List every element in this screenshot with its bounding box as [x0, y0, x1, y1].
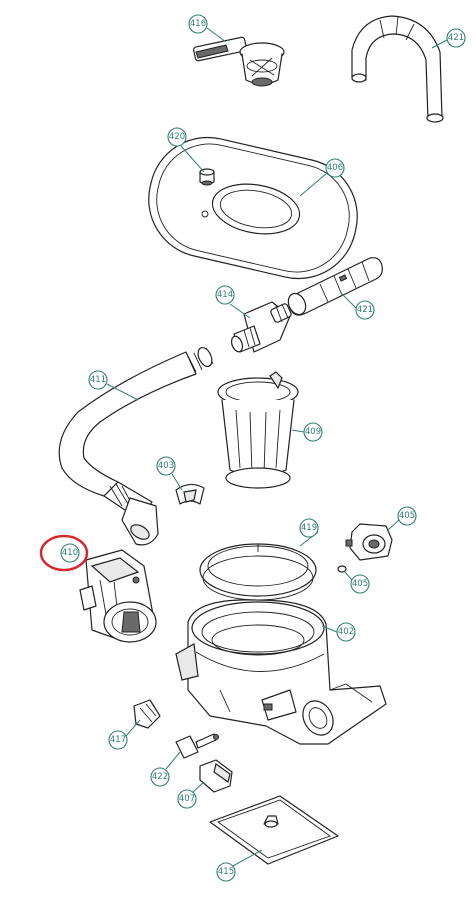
callout-407: 407	[177, 789, 197, 809]
leader-line	[192, 781, 205, 793]
leader-line	[321, 625, 338, 633]
part-402-sump	[175, 599, 387, 745]
svg-text:410: 410	[62, 548, 78, 558]
callout-414: 414	[215, 285, 235, 305]
callout-411: 411	[88, 370, 108, 390]
part-410-drain-pump	[79, 549, 157, 643]
svg-text:409: 409	[305, 427, 321, 437]
leader-line	[339, 291, 357, 309]
callout-417: 417	[108, 730, 128, 750]
callout-420: 420	[167, 127, 187, 147]
leader-line	[431, 39, 448, 49]
part-414-connector	[230, 301, 292, 353]
svg-text:422: 422	[152, 772, 168, 782]
leader-line	[291, 429, 305, 433]
callout-421: 421	[446, 28, 466, 48]
part-403-clip	[175, 483, 205, 505]
leader-line	[165, 751, 181, 770]
leader-line	[125, 719, 141, 737]
svg-text:403: 403	[158, 461, 174, 471]
callout-402: 402	[336, 622, 356, 642]
callout-421-threaded: 421	[355, 300, 375, 320]
leader-line	[206, 27, 227, 43]
svg-text:402: 402	[338, 627, 354, 637]
svg-text:407: 407	[179, 794, 195, 804]
leader-line	[387, 519, 400, 531]
part-406-seal-plate	[148, 136, 358, 280]
part-411-drain-hose	[58, 346, 214, 546]
svg-text:405: 405	[352, 579, 368, 589]
leader-line	[106, 383, 139, 401]
part-419-ring	[199, 543, 317, 601]
part-409-filter	[217, 371, 299, 489]
callout-416: 416	[188, 14, 208, 34]
leader-line	[232, 849, 263, 867]
part-422-sensor	[175, 733, 219, 759]
svg-text:415: 415	[218, 867, 234, 877]
svg-text:419: 419	[301, 523, 317, 533]
callout-410: 410	[60, 543, 80, 563]
callout-403: 403	[156, 456, 176, 476]
callout-406: 406	[325, 158, 345, 178]
part-417-valve	[133, 699, 161, 729]
svg-text:416: 416	[190, 19, 206, 29]
part-407-connector-block	[199, 759, 233, 793]
svg-text:405: 405	[399, 511, 415, 521]
svg-text:411: 411	[90, 375, 106, 385]
part-405-cap	[345, 523, 393, 561]
part-405-o-ring	[337, 565, 347, 573]
svg-text:421: 421	[448, 33, 464, 43]
leader-line	[229, 303, 251, 319]
part-421-threaded-tube	[287, 257, 383, 316]
svg-text:417: 417	[110, 735, 126, 745]
part-415-cover-plate	[209, 795, 339, 865]
leader-lines	[106, 27, 448, 867]
leader-line	[299, 172, 328, 197]
svg-text:420: 420	[169, 132, 185, 142]
callout-415: 415	[216, 862, 236, 882]
svg-text:406: 406	[327, 163, 343, 173]
callout-422: 422	[150, 767, 170, 787]
highlight-circle-410	[39, 534, 89, 572]
leader-line	[171, 473, 183, 491]
part-420-valve	[199, 168, 215, 186]
callout-405: 405	[397, 506, 417, 526]
callout-405-o-ring: 405	[350, 574, 370, 594]
part-416-spray-arm-holder	[193, 36, 285, 87]
leader-line	[343, 570, 353, 581]
svg-text:414: 414	[217, 290, 233, 300]
leader-line	[180, 145, 205, 173]
callout-409: 409	[303, 422, 323, 442]
part-421-arch-tube	[351, 15, 444, 123]
svg-text:421: 421	[357, 305, 373, 315]
callout-419: 419	[299, 518, 319, 538]
